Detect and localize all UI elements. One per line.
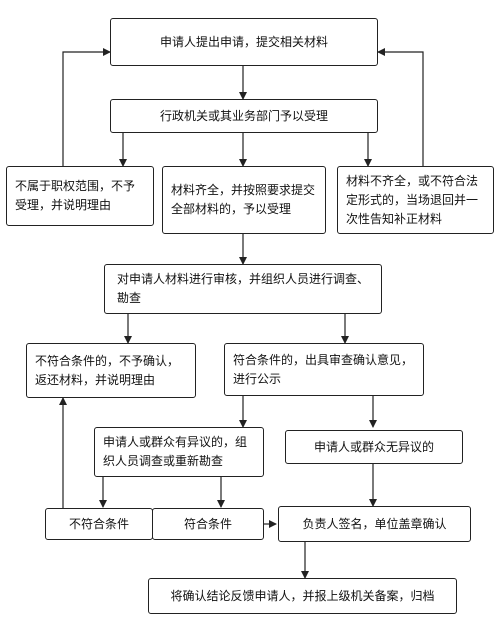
arrow-out-of-scope-to-apply [62,48,111,166]
node-pass: 符合条件 [152,508,264,540]
node-sign: 负责人签名，单位盖章确认 [278,506,471,542]
node-objection: 申请人或群众有异议的，组织人员调查或重新勘查 [94,427,264,477]
node-apply-label: 申请人提出申请，提交相关材料 [159,34,328,49]
node-not-qualified: 不符合条件的，不予确认，返还材料，并说明理由 [26,343,196,398]
node-complete: 材料齐全，并按照要求提交全部材料的，予以受理 [162,166,326,234]
node-out-of-scope: 不属于职权范围，不予受理，并说明理由 [6,166,154,226]
node-no-objection-label: 申请人或群众无异议的 [313,439,434,454]
node-feedback: 将确认结论反馈申请人，并报上级机关备案，归档 [148,578,457,614]
node-feedback-label: 将确认结论反馈申请人，并报上级机关备案，归档 [170,588,435,603]
node-review: 对申请人材料进行审核，并组织人员进行调查、勘查 [104,264,382,314]
node-apply: 申请人提出申请，提交相关材料 [110,18,378,66]
node-qualified: 符合条件的，出具审查确认意见，进行公示 [224,343,424,396]
node-complete-label: 材料齐全，并按照要求提交全部材料的，予以受理 [171,183,316,216]
node-accept-label: 行政机关或其业务部门予以受理 [159,108,328,123]
node-not-qualified-label: 不符合条件的，不予确认，返还材料，并说明理由 [35,353,180,387]
node-fail: 不符合条件 [45,508,153,540]
node-sign-label: 负责人签名，单位盖章确认 [302,516,447,531]
node-incomplete-label: 材料不齐全，或不符合法定形式的，当场退回并一次性告知补正材料 [346,173,479,226]
node-qualified-label: 符合条件的，出具审查确认意见，进行公示 [233,352,414,386]
node-fail-label: 不符合条件 [68,516,129,531]
node-incomplete: 材料不齐全，或不符合法定形式的，当场退回并一次性告知补正材料 [337,166,494,234]
node-review-label: 对申请人材料进行审核，并组织人员进行调查、勘查 [117,272,370,305]
node-out-of-scope-label: 不属于职权范围，不予受理，并说明理由 [15,179,136,212]
arrow-incomplete-to-apply [377,48,424,166]
node-accept: 行政机关或其业务部门予以受理 [110,99,378,133]
node-pass-label: 符合条件 [183,516,232,531]
node-no-objection: 申请人或群众无异议的 [285,430,463,464]
node-objection-label: 申请人或群众有异议的，组织人员调查或重新勘查 [103,435,248,468]
